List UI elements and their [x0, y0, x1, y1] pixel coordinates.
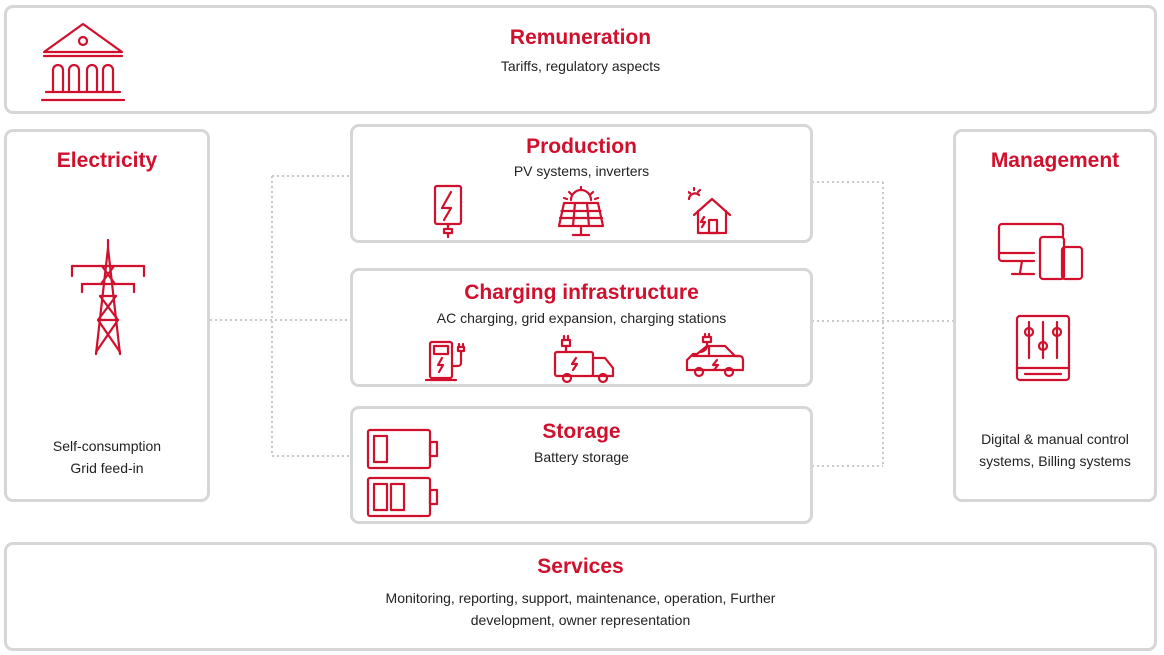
- electricity-line-2: Grid feed-in: [70, 460, 144, 476]
- power-pylon-icon: [64, 236, 152, 356]
- bank-building-icon: [38, 20, 128, 104]
- electricity-title: Electricity: [56, 149, 158, 172]
- battery-half-icon: [366, 476, 440, 518]
- management-line-2: systems, Billing systems: [979, 453, 1131, 469]
- electricity-box: Electricity Self-consumption Grid feed-i…: [4, 129, 210, 502]
- management-line-1: Digital & manual control: [981, 431, 1129, 447]
- services-box: Services Monitoring, reporting, support,…: [4, 542, 1157, 651]
- remuneration-subtitle: Tariffs, regulatory aspects: [500, 58, 661, 74]
- charging-box: Charging infrastructure AC charging, gri…: [350, 268, 813, 387]
- services-line-1: Monitoring, reporting, support, maintena…: [385, 590, 776, 606]
- electricity-line-1: Self-consumption: [52, 438, 162, 454]
- management-title: Management: [990, 149, 1120, 172]
- storage-subtitle: Battery storage: [534, 449, 629, 465]
- inverter-icon: [431, 184, 465, 238]
- production-title: Production: [526, 135, 637, 158]
- solar-house-icon: [688, 187, 734, 237]
- solar-panel-icon: [556, 186, 606, 238]
- services-title: Services: [537, 555, 624, 578]
- production-subtitle: PV systems, inverters: [513, 163, 650, 179]
- remuneration-title: Remuneration: [509, 26, 652, 49]
- remuneration-box: Remuneration Tariffs, regulatory aspects: [4, 5, 1157, 114]
- storage-box: Storage Battery storage: [350, 406, 813, 524]
- charging-subtitle: AC charging, grid expansion, charging st…: [436, 310, 727, 326]
- electric-car-icon: [683, 332, 745, 382]
- electric-truck-icon: [551, 334, 617, 384]
- control-panel-icon: [1015, 314, 1071, 382]
- storage-title: Storage: [542, 420, 621, 443]
- management-box: Management Digital & manual control syst…: [953, 129, 1157, 502]
- charging-title: Charging infrastructure: [464, 281, 699, 304]
- battery-low-icon: [366, 428, 440, 470]
- devices-icon: [996, 221, 1088, 285]
- charging-station-icon: [424, 338, 470, 384]
- services-line-2: development, owner representation: [470, 612, 691, 628]
- production-box: Production PV systems, inverters: [350, 124, 813, 243]
